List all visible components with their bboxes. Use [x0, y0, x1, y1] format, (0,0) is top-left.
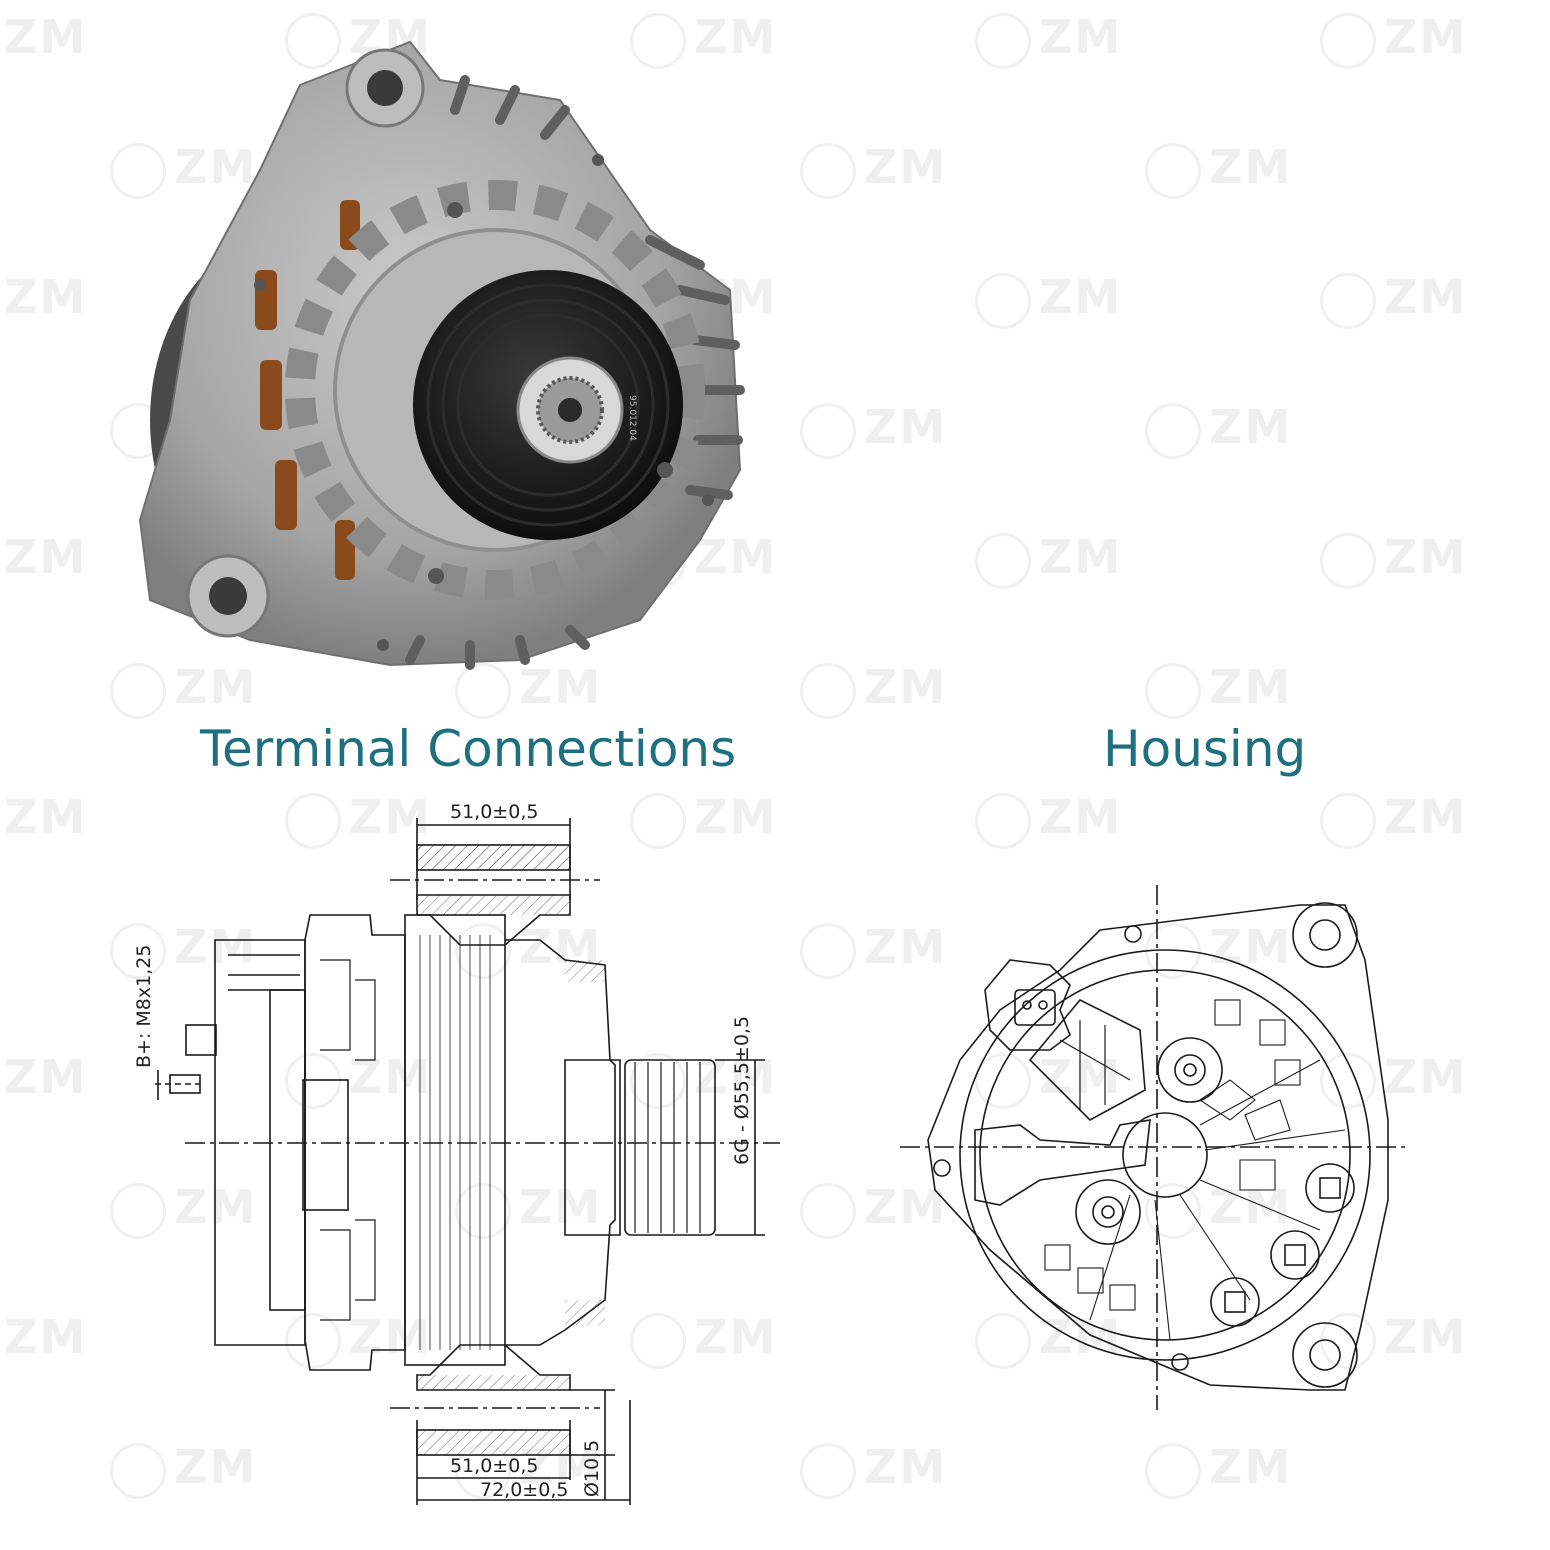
- zm-watermark: ZM: [975, 790, 1122, 849]
- zm-watermark: ZM: [630, 1310, 777, 1369]
- zm-watermark: ZM: [1145, 140, 1292, 199]
- zm-watermark: ZM: [455, 660, 602, 719]
- zm-watermark: ZM: [800, 660, 947, 719]
- zm-watermark: ZM: [1320, 1050, 1467, 1109]
- zm-watermark: ZM: [4, 10, 88, 64]
- dim-mount-hole: Ø10,5: [581, 1440, 603, 1497]
- dim-terminal: B+: M8x1,25: [133, 945, 155, 1068]
- zm-watermark: ZM: [110, 1440, 257, 1499]
- zm-watermark: ZM: [800, 920, 947, 979]
- dim-overall-length: 72,0±0,5: [480, 1479, 568, 1501]
- zm-watermark: ZM: [1145, 660, 1292, 719]
- terminal-connections-heading: Terminal Connections: [200, 720, 737, 778]
- zm-watermark: ZM: [1320, 270, 1467, 329]
- zm-watermark: ZM: [4, 270, 88, 324]
- zm-watermark: ZM: [630, 10, 777, 69]
- zm-watermark: ZM: [1145, 920, 1292, 979]
- zm-watermark: ZM: [4, 530, 88, 584]
- zm-watermark: ZM: [1320, 790, 1467, 849]
- zm-watermark: ZM: [455, 1180, 602, 1239]
- zm-watermark: ZM: [800, 1180, 947, 1239]
- zm-watermark: ZM: [975, 10, 1122, 69]
- alternator-body: 95.012.04: [138, 40, 745, 670]
- zm-watermark: ZM: [800, 140, 947, 199]
- dim-pulley: 6G - Ø55,5±0,5: [731, 1016, 753, 1165]
- housing-heading: Housing: [1103, 720, 1307, 778]
- zm-watermark: ZM: [4, 790, 88, 844]
- zm-watermark: ZM: [110, 140, 257, 199]
- dim-bottom-width: 51,0±0,5: [450, 1455, 538, 1477]
- zm-watermark: ZM: [630, 790, 777, 849]
- zm-watermark: ZM: [1320, 530, 1467, 589]
- zm-watermark: ZM: [975, 270, 1122, 329]
- zm-watermark: ZM: [4, 1050, 88, 1104]
- zm-watermark: ZM: [110, 660, 257, 719]
- zm-watermark: ZM: [800, 1440, 947, 1499]
- zm-watermark: ZM: [975, 530, 1122, 589]
- zm-watermark: ZM: [285, 1310, 432, 1369]
- zm-watermark: ZM: [1145, 1440, 1292, 1499]
- zm-watermark: ZM: [4, 1310, 88, 1364]
- zm-watermark: ZM: [1320, 10, 1467, 69]
- dim-top-width: 51,0±0,5: [450, 801, 538, 823]
- pulley-marking: 95.012.04: [627, 395, 637, 441]
- zm-watermark: ZM: [630, 1050, 777, 1109]
- zm-watermark: ZM: [800, 400, 947, 459]
- zm-watermark: ZM: [1145, 400, 1292, 459]
